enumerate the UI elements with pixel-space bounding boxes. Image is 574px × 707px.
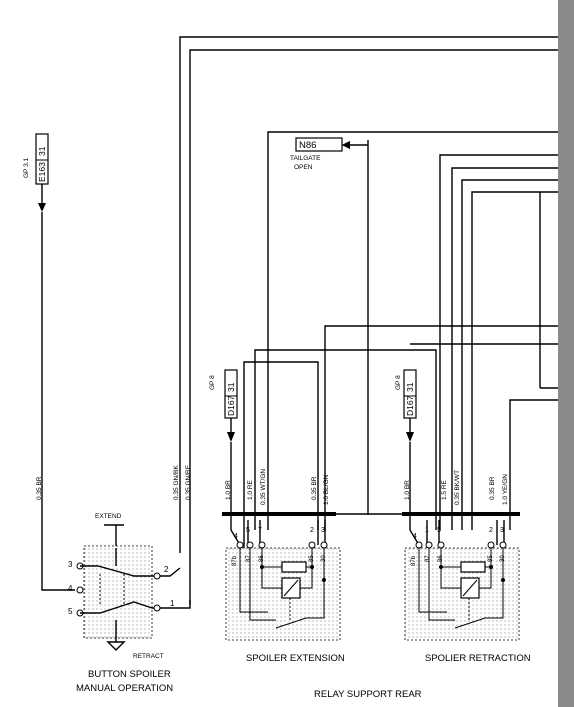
svg-text:0.35 BR: 0.35 BR (311, 476, 318, 500)
button-title-1: BUTTON SPOILER (88, 669, 171, 680)
button-pin-3: 3 (68, 560, 73, 569)
svg-text:0.35 WT/GN: 0.35 WT/GN (260, 469, 267, 505)
svg-text:1.0 BR: 1.0 BR (225, 480, 232, 500)
button-pin-1: 1 (170, 599, 175, 608)
button-title-2: MANUAL OPERATION (76, 683, 173, 694)
svg-text:87: 87 (425, 555, 431, 562)
tailgate-label-1: TAILGATE (290, 155, 321, 162)
svg-text:2: 2 (489, 527, 493, 534)
svg-text:1.0 BR: 1.0 BR (404, 480, 411, 500)
d167-pin-a: 31 (226, 382, 236, 392)
footer-label: RELAY SUPPORT REAR (314, 689, 422, 700)
svg-text:4: 4 (234, 533, 238, 540)
gp8-label-a: GP 8 (209, 375, 216, 390)
svg-text:3: 3 (321, 527, 325, 534)
button-pin-2: 2 (164, 565, 169, 574)
wire-label-gnbk: 0.35 GN/BK (173, 465, 180, 500)
svg-text:0.35 BK/WT: 0.35 BK/WT (454, 470, 461, 505)
svg-text:87b: 87b (411, 555, 417, 566)
retract-label: RETRACT (133, 653, 164, 660)
scrollbar[interactable] (558, 0, 574, 707)
d167-label-a: D167 (226, 395, 236, 416)
svg-text:1.5 RE: 1.5 RE (441, 479, 448, 500)
ground-e163: GP 3.1 E163 31 (23, 133, 75, 591)
svg-text:0.35 BR: 0.35 BR (489, 476, 496, 500)
relay-title-retraction: SPOLIER RETRACTION (425, 653, 531, 664)
e163-label: E163 (37, 162, 47, 182)
wire-label-gnre: 0.35 GN/RE (185, 464, 192, 500)
svg-text:1.0 BL/GN: 1.0 BL/GN (323, 474, 330, 505)
button-pin-5: 5 (68, 607, 73, 616)
tailgate-label-2: OPEN (294, 164, 313, 171)
relay-spoiler-extension: GP 8 D167 31 1.0 BR 1.0 RE 0.35 WT/GN 0.… (209, 369, 341, 641)
extend-label: EXTEND (95, 513, 122, 520)
top-wire-bundle (179, 36, 558, 605)
svg-text:1.0 RE: 1.0 RE (247, 479, 254, 500)
svg-text:87: 87 (246, 555, 252, 562)
d167-label-b: D167 (405, 395, 415, 416)
svg-text:1.0 YE/GN: 1.0 YE/GN (502, 474, 509, 505)
relay-title-extension: SPOILER EXTENSION (246, 653, 345, 664)
button-pin-4: 4 (68, 584, 73, 593)
wire-label-left: 0.35 BR (36, 476, 43, 500)
d167-pin-b: 31 (405, 382, 415, 392)
svg-text:3: 3 (500, 527, 504, 534)
button-housing (83, 545, 153, 639)
gp31-label: GP 3.1 (23, 157, 30, 178)
e163-pin: 31 (37, 146, 47, 156)
gp8-label-b: GP 8 (395, 375, 402, 390)
svg-text:87b: 87b (232, 555, 238, 566)
n86-label: N86 (299, 140, 316, 151)
n86-box (295, 137, 343, 152)
relay-spoiler-retraction: GP 8 D167 31 1.0 BR 1.5 RE 0.35 BK/WT 0.… (395, 369, 520, 641)
svg-text:4: 4 (413, 533, 417, 540)
svg-text:2: 2 (310, 527, 314, 534)
button-spoiler: EXTEND RETRACT 3 4 5 2 1 (68, 513, 191, 660)
